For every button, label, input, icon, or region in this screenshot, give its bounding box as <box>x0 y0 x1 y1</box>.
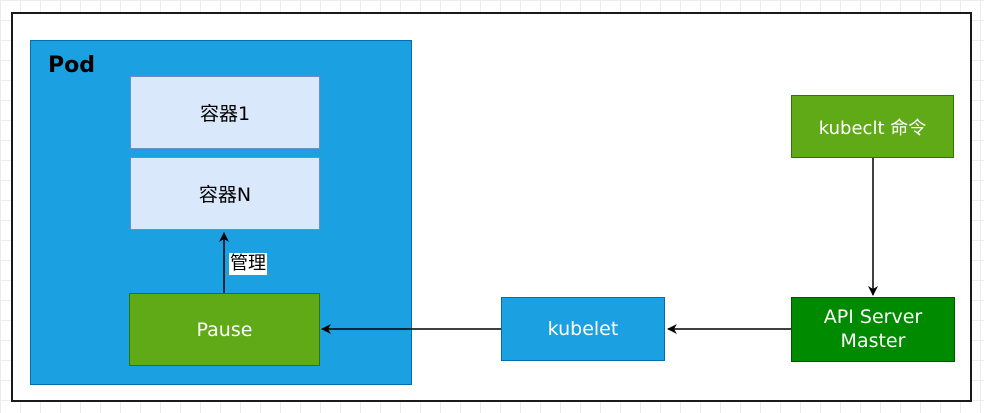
api-server-label: API Server <box>823 305 923 328</box>
container-n-label: 容器N <box>198 184 252 206</box>
kubelet-label: kubelet <box>547 318 619 340</box>
api-server-sublabel: Master <box>840 329 906 352</box>
manage-edge-label: 管理 <box>229 253 267 275</box>
kubelet-node: kubelet <box>501 297 665 361</box>
api-server-node: API Server Master <box>791 297 955 362</box>
pause-label: Pause <box>196 318 253 341</box>
container-1-label: 容器1 <box>199 103 251 125</box>
kubectl-label: kubeclt 命令 <box>818 117 927 139</box>
pod-title: Pod <box>48 53 95 78</box>
pause-node: Pause <box>129 293 320 366</box>
container-n-node: 容器N <box>130 157 320 230</box>
container-1-node: 容器1 <box>130 76 320 149</box>
kubectl-node: kubeclt 命令 <box>791 95 954 158</box>
